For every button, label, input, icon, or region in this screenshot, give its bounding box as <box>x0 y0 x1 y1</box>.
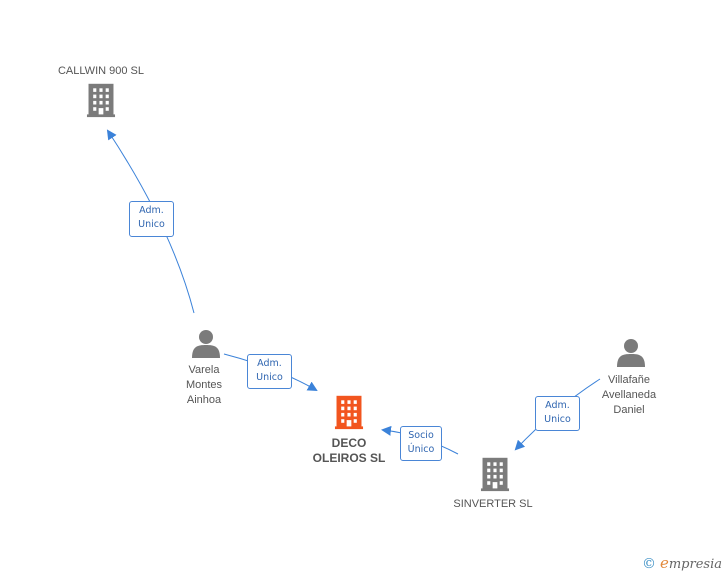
edge-label-varela-deco[interactable]: Adm. Unico <box>247 354 292 389</box>
person-icon[interactable] <box>192 330 220 358</box>
node-sinverter-label[interactable]: SINVERTER SL <box>453 498 533 510</box>
empresia-logo[interactable]: ©empresia <box>641 554 722 572</box>
node-deco-label[interactable]: DECO OLEIROS SL <box>312 436 386 465</box>
edge-label-villafane-sinverter[interactable]: Adm. Unico <box>535 396 580 431</box>
building-icon[interactable] <box>334 395 364 430</box>
node-villafane-label[interactable]: Villafañe Avellaneda Daniel <box>601 374 657 416</box>
node-callwin-label[interactable]: CALLWIN 900 SL <box>57 65 144 77</box>
edge-label-varela-callwin[interactable]: Adm. Unico <box>129 201 174 237</box>
edge-label-sinverter-deco[interactable]: Socio Único <box>400 426 442 461</box>
building-icon[interactable] <box>480 457 510 492</box>
copyright-icon: © <box>641 556 656 572</box>
building-icon[interactable] <box>86 83 116 118</box>
person-icon[interactable] <box>617 339 645 367</box>
node-varela-label[interactable]: Varela Montes Ainhoa <box>185 364 223 406</box>
